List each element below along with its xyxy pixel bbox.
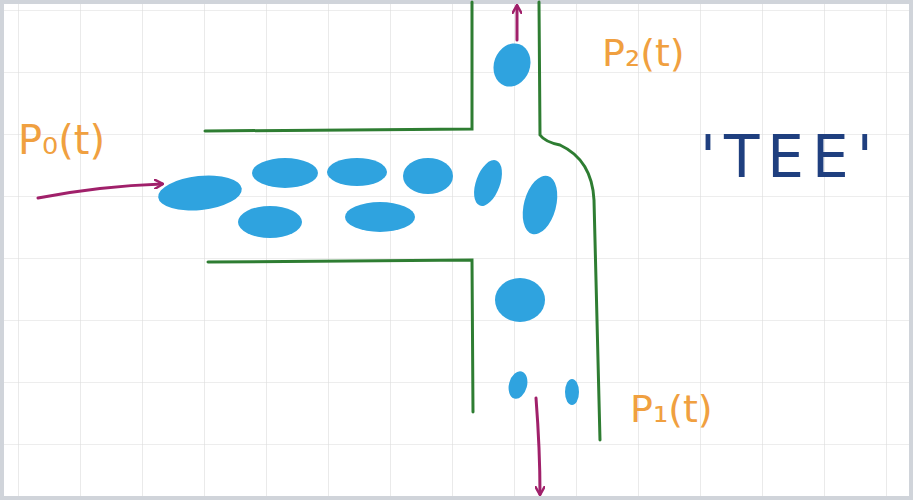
pressure-label: P₀(t) <box>18 120 105 160</box>
pressure-label: P₁(t) <box>630 390 713 428</box>
pipe-walls <box>205 2 600 440</box>
pressure-label: P₂(t) <box>602 34 685 72</box>
fluid-particles <box>156 38 579 405</box>
title-note: 'TEE' <box>700 128 881 186</box>
flow-arrows <box>38 6 540 494</box>
